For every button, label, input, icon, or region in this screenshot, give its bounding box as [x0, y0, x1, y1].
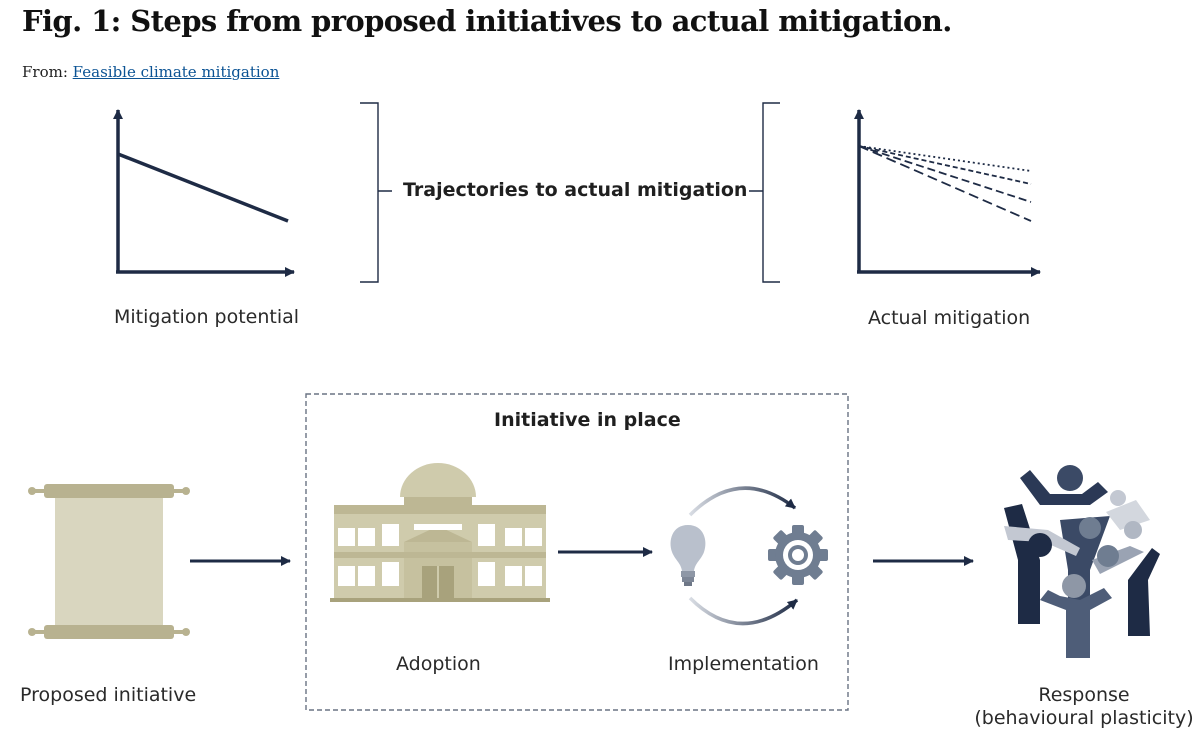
trajectory-line-1 — [858, 145, 1032, 172]
left-bracket — [360, 102, 392, 283]
figure-source: From: Feasible climate mitigation — [22, 63, 279, 81]
scroll-icon — [28, 484, 190, 639]
people-group-icon — [1004, 465, 1160, 658]
potential-trend-line — [117, 152, 289, 223]
from-prefix: From: — [22, 63, 68, 81]
actual-mitigation-label: Actual mitigation — [868, 307, 1031, 329]
initiative-in-place-title: Initiative in place — [494, 409, 681, 431]
gear-icon — [768, 525, 828, 585]
right-bracket — [749, 102, 780, 283]
mitigation-potential-chart — [113, 109, 295, 277]
trajectory-line-2 — [858, 145, 1032, 185]
cycle-arrow-bottom — [688, 596, 799, 626]
response-label: Response (behavioural plasticity) — [972, 684, 1196, 730]
cycle-arrow-top — [688, 486, 797, 517]
lightbulb-icon — [670, 525, 706, 586]
figure-title: Fig. 1: Steps from proposed initiatives … — [22, 4, 952, 38]
actual-mitigation-chart — [854, 109, 1041, 277]
mitigation-potential-label: Mitigation potential — [114, 306, 300, 328]
source-link[interactable]: Feasible climate mitigation — [72, 63, 280, 81]
trajectories-label: Trajectories to actual mitigation — [403, 179, 748, 201]
trajectories-bracket — [360, 102, 780, 283]
building-icon — [330, 463, 550, 602]
proposed-initiative-label: Proposed initiative — [20, 684, 197, 706]
implementation-label: Implementation — [668, 653, 819, 675]
trajectory-line-3 — [858, 145, 1032, 203]
adoption-label: Adoption — [396, 653, 481, 675]
response-label-line2: (behavioural plasticity) — [974, 707, 1194, 729]
response-label-line1: Response — [1038, 684, 1130, 706]
trajectory-line-4 — [858, 145, 1032, 222]
initiative-in-place-box — [305, 393, 849, 711]
